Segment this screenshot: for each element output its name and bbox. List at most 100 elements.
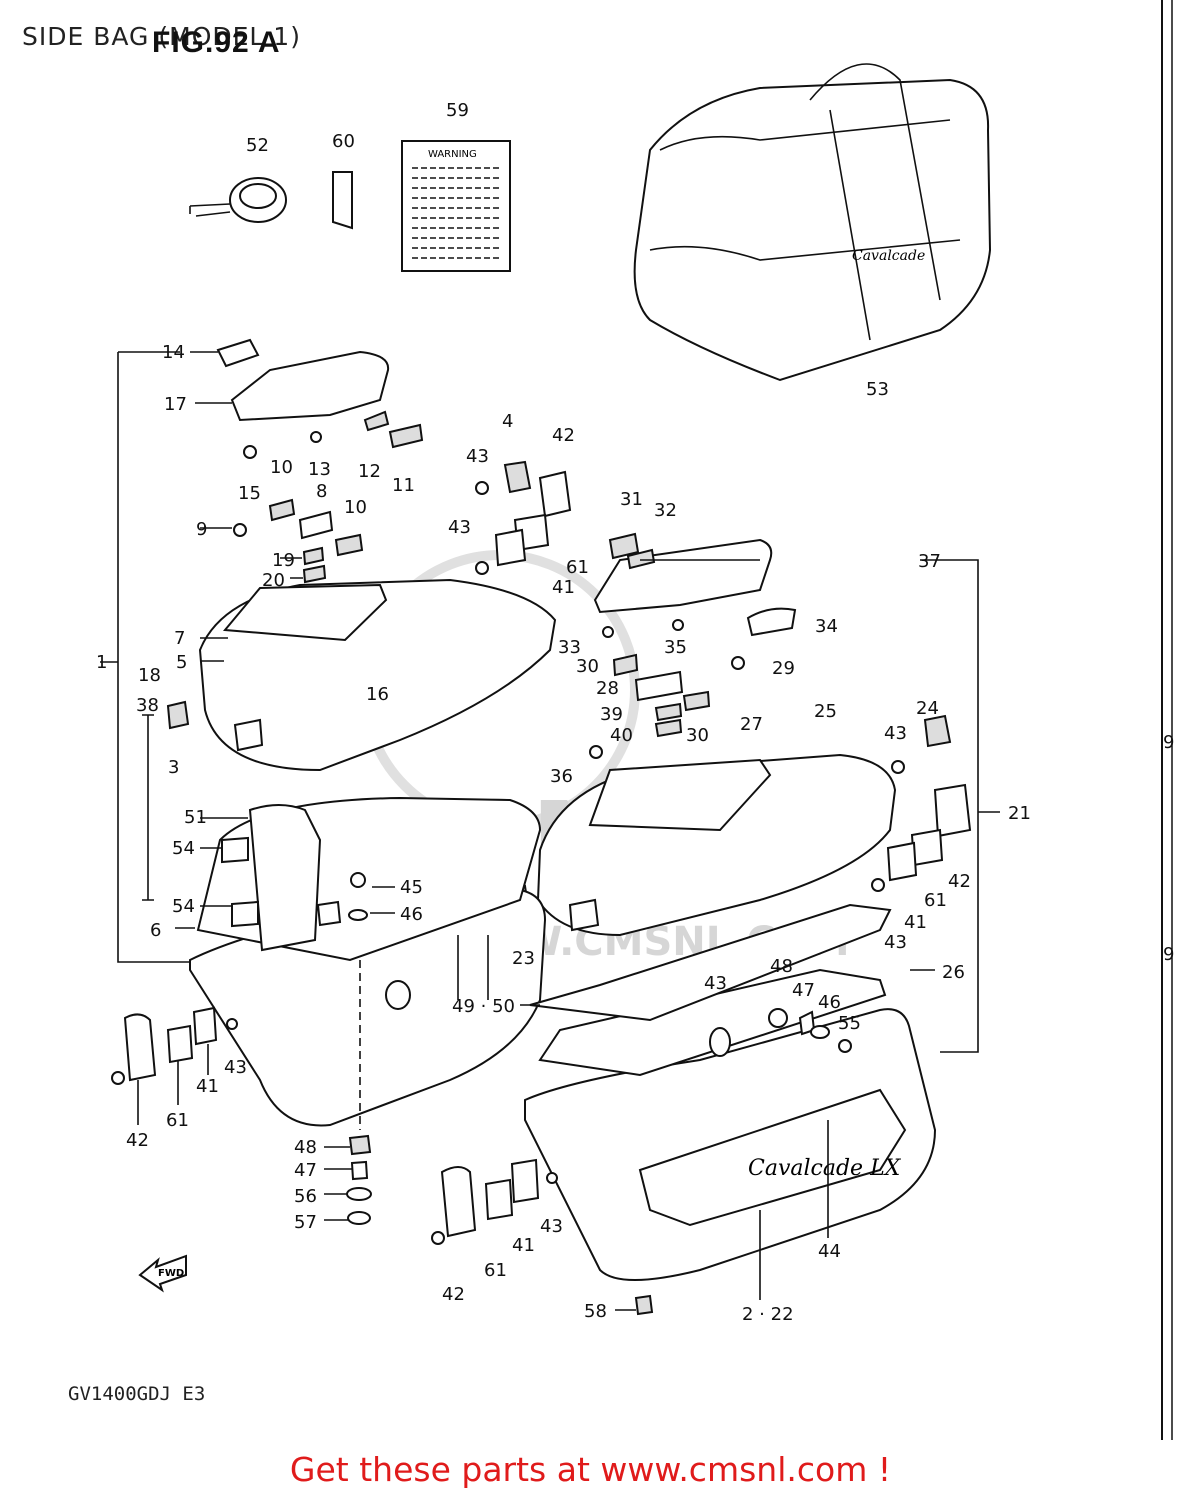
callout-labels: 52 60 59 53 14 17 15 10 13 12 11 8 9 10 … — [96, 100, 1031, 1325]
callout-label: 53 — [866, 379, 889, 400]
warning-label-part: WARNING — [401, 140, 511, 272]
callout-label: 59 — [446, 100, 469, 121]
bag-brand-text: Cavalcade — [852, 248, 925, 264]
callout-label: 43 — [466, 446, 489, 467]
callout-label: 7 — [174, 628, 185, 649]
callout-label: 2 · 22 — [742, 1304, 794, 1325]
callout-label: 46 — [400, 904, 423, 925]
cup-holder-part — [189, 177, 287, 223]
figure-label: FIG.92 A — [152, 26, 281, 59]
callout-label: 11 — [392, 475, 415, 496]
callout-label: 51 — [184, 807, 207, 828]
right-lower-cover: Cavalcade LX — [524, 903, 937, 1316]
callout-label: 43 — [540, 1216, 563, 1237]
callout-label: 25 — [814, 701, 837, 722]
cover-brand-text: Cavalcade LX — [748, 1156, 902, 1181]
callout-label: 54 — [172, 838, 195, 859]
callout-label: 61 — [566, 557, 589, 578]
callout-label: 30 — [576, 656, 599, 677]
callout-label: 48 — [770, 956, 793, 977]
callout-label: 56 — [294, 1186, 317, 1207]
callout-label: 58 — [584, 1301, 607, 1322]
callout-label: 24 — [916, 698, 939, 719]
callout-label: 16 — [366, 684, 389, 705]
callout-label: 42 — [552, 425, 575, 446]
callout-label: 10 — [270, 457, 293, 478]
callout-label: 29 — [772, 658, 795, 679]
callout-label: 21 — [1008, 803, 1031, 824]
callout-label: 10 — [344, 497, 367, 518]
callout-label: 44 — [818, 1241, 841, 1262]
callout-label: 20 — [262, 570, 285, 591]
callout-label: 47 — [792, 980, 815, 1001]
callout-label: 3 — [168, 757, 179, 778]
callout-label: 61 — [166, 1110, 189, 1131]
callout-label: 54 — [172, 896, 195, 917]
callout-label: 41 — [196, 1076, 219, 1097]
callout-label: 33 — [558, 637, 581, 658]
callout-label: 39 — [600, 704, 623, 725]
fwd-arrow-icon: FWD — [138, 1254, 187, 1293]
callout-label: 52 — [246, 135, 269, 156]
callout-label: 23 — [512, 948, 535, 969]
page-title: SIDE BAG (MODEL 1) — [22, 22, 301, 51]
callout-label: 61 — [484, 1260, 507, 1281]
callout-label: 41 — [512, 1235, 535, 1256]
callout-label: 47 — [294, 1160, 317, 1181]
lower-latch-set — [431, 1158, 558, 1245]
leader-lines — [100, 351, 1000, 1311]
callout-label: 43 — [448, 517, 471, 538]
callout-label: 40 — [610, 725, 633, 746]
callout-label: 41 — [552, 577, 575, 598]
callout-label: 17 — [164, 394, 187, 415]
callout-label: 19 — [272, 550, 295, 571]
callout-label: 15 — [238, 483, 261, 504]
travel-bag-part: Cavalcade — [633, 63, 992, 382]
callout-label: 55 — [838, 1013, 861, 1034]
callout-label: 13 — [308, 459, 331, 480]
callout-label: 1 — [96, 652, 107, 673]
footer-cta-link[interactable]: Get these parts at www.cmsnl.com ! — [289, 1450, 892, 1489]
callout-label: 31 — [620, 489, 643, 510]
warning-label-text: WARNING — [428, 149, 477, 160]
callout-label: 43 — [884, 932, 907, 953]
callout-label: 12 — [358, 461, 381, 482]
callout-label: 28 — [596, 678, 619, 699]
callout-label: 38 — [136, 695, 159, 716]
right-lid-assembly — [589, 532, 797, 759]
callout-label: 6 — [150, 920, 161, 941]
callout-label: 32 — [654, 500, 677, 521]
edge-mark: 9 — [1163, 732, 1174, 753]
right-edge-frame: 9 9 — [1161, 0, 1174, 1440]
callout-label: 5 — [176, 652, 187, 673]
callout-label: 8 — [316, 481, 327, 502]
callout-label: 43 — [704, 973, 727, 994]
callout-label: 43 — [884, 723, 907, 744]
callout-label: 57 — [294, 1212, 317, 1233]
fwd-label: FWD — [158, 1268, 184, 1279]
callout-label: 9 — [196, 519, 207, 540]
callout-label: 60 — [332, 131, 355, 152]
callout-label: 27 — [740, 714, 763, 735]
callout-label: 26 — [942, 962, 965, 983]
left-lower-box — [189, 796, 547, 1130]
callout-label: 48 — [294, 1137, 317, 1158]
callout-label: 42 — [948, 871, 971, 892]
callout-label: 42 — [126, 1130, 149, 1151]
bracket-part — [332, 171, 353, 230]
callout-label: 34 — [815, 616, 838, 637]
callout-label: 30 — [686, 725, 709, 746]
callout-label: 37 — [918, 551, 941, 572]
callout-label: 14 — [162, 342, 185, 363]
callout-label: 41 — [904, 912, 927, 933]
callout-label: 43 — [224, 1057, 247, 1078]
callout-label: 49 · 50 — [452, 996, 515, 1017]
edge-mark: 9 — [1163, 944, 1174, 965]
callout-label: 36 — [550, 766, 573, 787]
callout-label: 61 — [924, 890, 947, 911]
callout-label: 35 — [664, 637, 687, 658]
latch-upper-group — [475, 460, 972, 892]
callout-label: 42 — [442, 1284, 465, 1305]
callout-label: 45 — [400, 877, 423, 898]
